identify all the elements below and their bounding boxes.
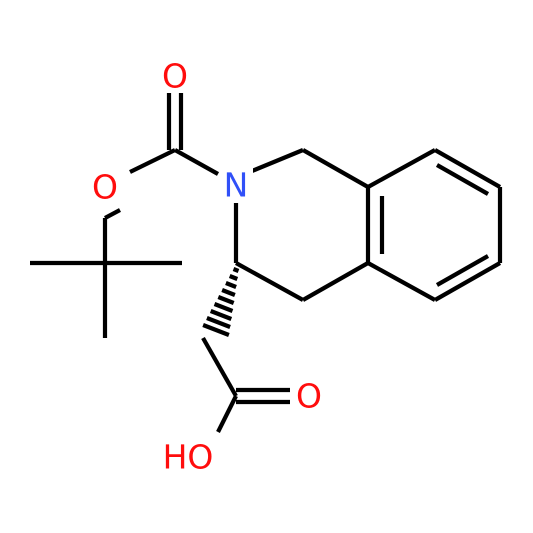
bond-aromatic-inner-c8-c7 (435, 163, 490, 196)
bond-ester-oxygen-to-carbonyl (129, 148, 176, 174)
ring-nitrogen-label: N (224, 166, 249, 205)
bond-nitrogen-to-c1 (251, 148, 304, 173)
bond-c6-to-c5 (433, 261, 502, 302)
acid-carbonyl-oxygen-label: O (296, 377, 322, 416)
bond-c1-to-c8a (301, 148, 370, 189)
carbamate-ester-oxygen-label: O (92, 168, 118, 207)
atom-label-layer: N O O O HO (92, 57, 322, 477)
bond-ch2-to-acid-carbon (201, 336, 238, 398)
bond-tbu-to-ester-oxygen (104, 208, 121, 220)
carbamate-carbonyl-oxygen-label: O (162, 57, 188, 96)
bond-carbonyl-to-nitrogen (173, 148, 220, 176)
bond-c3-to-c4 (234, 261, 305, 302)
acid-hydroxyl-label: HO (163, 438, 214, 477)
stereo-hashed-wedge (202, 267, 240, 337)
bond-c8-to-c7 (433, 148, 502, 189)
bond-c4-to-c4a (301, 261, 370, 302)
bond-c8a-to-c8 (366, 148, 437, 189)
bond-layer (30, 93, 503, 433)
bond-c5-to-c4a (366, 261, 437, 302)
bond-aromatic-inner-c6-c5 (435, 254, 490, 287)
bond-acid-to-hydroxyl (216, 395, 238, 433)
